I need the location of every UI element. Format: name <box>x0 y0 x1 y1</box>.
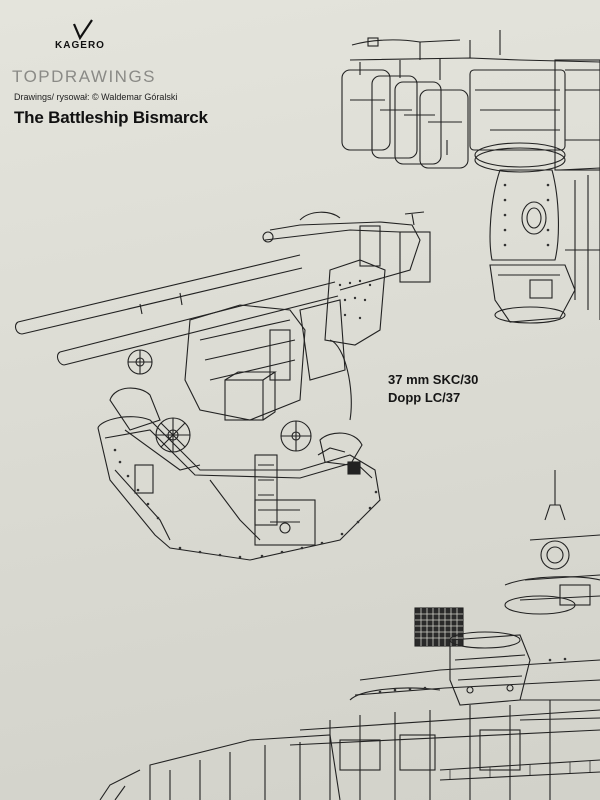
poster-title: The Battleship Bismarck <box>14 108 208 127</box>
publisher-name: KAGERO <box>55 40 105 51</box>
gun-caption: 37 mm SKC/30 Dopp LC/37 <box>388 371 478 407</box>
drawing-credit: Drawings/ rysował: © Waldemar Góralski <box>14 92 178 102</box>
publisher-logo: KAGERO <box>45 22 115 51</box>
gun-caption-line2: Dopp LC/37 <box>388 390 461 405</box>
kagero-logo-mark <box>72 19 93 41</box>
gun-caption-line1: 37 mm SKC/30 <box>388 372 479 387</box>
ship-superstructure-drawing <box>99 470 600 800</box>
twin-mount-top-right <box>341 30 600 324</box>
twin-37mm-gun-drawing <box>14 211 431 561</box>
series-name: TOPDRAWINGS <box>12 67 157 86</box>
